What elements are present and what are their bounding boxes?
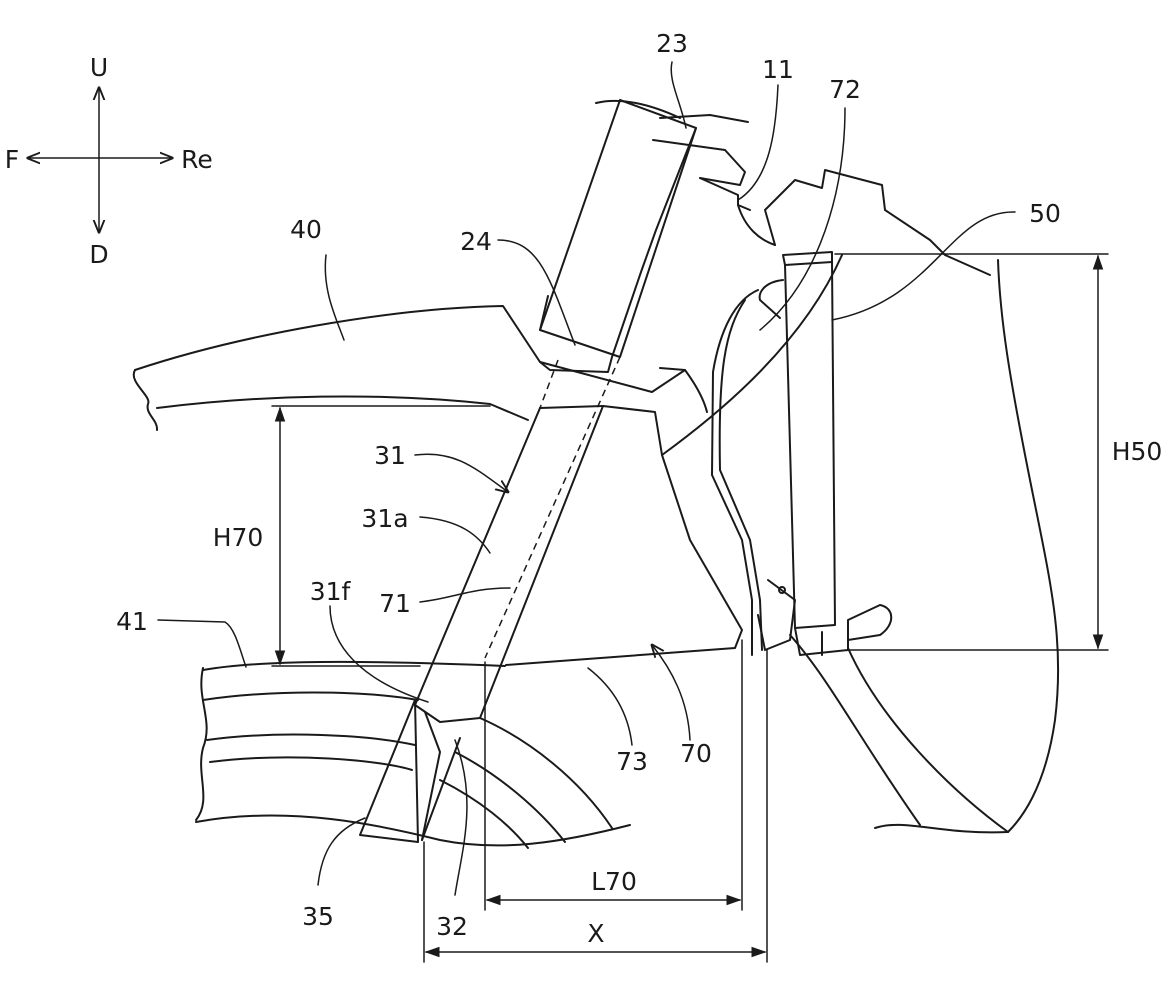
label-31a: 31a xyxy=(361,504,408,533)
wheel-arc-inner xyxy=(439,779,529,849)
fender-41-ridge-1 xyxy=(202,691,419,701)
head-pipe-lower-corner xyxy=(539,295,549,331)
leader-24 xyxy=(497,239,576,346)
pipe-31 xyxy=(414,356,621,723)
head-top-break xyxy=(595,99,681,119)
cover-40-break-line xyxy=(132,369,159,431)
part-72-hook xyxy=(758,279,784,319)
label-35: 35 xyxy=(302,902,334,931)
label-31f: 31f xyxy=(310,577,352,606)
leader-40 xyxy=(324,254,345,341)
label-70: 70 xyxy=(680,739,712,768)
pipe-31-rear-edge xyxy=(479,405,604,719)
cover-70-outline xyxy=(505,405,743,666)
head-pipe-body xyxy=(539,99,697,358)
cover-40-lower-edge xyxy=(156,395,529,421)
axis-rear-label: Re xyxy=(181,145,213,174)
axis-up-label: U xyxy=(90,53,108,82)
leader-41 xyxy=(157,619,247,668)
cable-path-inner xyxy=(718,299,763,651)
leader-31f xyxy=(329,605,429,703)
head-side-edge xyxy=(539,127,697,373)
fork-bottom-break xyxy=(874,823,1009,834)
cable-path-outer xyxy=(711,289,759,656)
bracket-35-plate xyxy=(359,699,419,843)
label-50: 50 xyxy=(1029,199,1061,228)
leader-lines xyxy=(157,61,1016,896)
label-32: 32 xyxy=(436,912,468,941)
dim-h70-label: H70 xyxy=(213,523,264,552)
inner-cover-70 xyxy=(505,254,843,666)
wheel-arc-outer xyxy=(479,717,613,829)
upper-housing xyxy=(764,169,991,276)
label-24: 24 xyxy=(460,227,492,256)
part-50-clamp xyxy=(782,251,833,266)
front-fork-curve-outer xyxy=(847,647,1009,833)
cover-40 xyxy=(132,305,686,431)
leader-70 xyxy=(652,645,691,741)
leader-23 xyxy=(670,61,687,129)
leader-31a xyxy=(419,516,491,554)
leader-72 xyxy=(759,107,846,331)
dim-h50-label: H50 xyxy=(1112,437,1163,466)
label-31: 31 xyxy=(374,441,406,470)
fender-41-break-left xyxy=(195,667,208,821)
fender-41-ridge-3 xyxy=(209,756,413,771)
leader-11 xyxy=(737,84,779,201)
frame-head-11 xyxy=(539,99,776,413)
cover-70-upper-contour xyxy=(661,254,843,456)
pipe-31-center-hidden xyxy=(484,356,621,659)
pipe-31f-lower-end xyxy=(414,704,481,723)
label-40: 40 xyxy=(290,215,322,244)
pipe-31-front-edge xyxy=(414,407,541,706)
bracket-35 xyxy=(359,699,461,843)
direction-indicator: U D F Re xyxy=(5,53,213,269)
cable-stay-bracket xyxy=(757,579,796,651)
reference-labels: 23 11 72 50 40 24 31 31a 71 31f 41 73 70… xyxy=(116,29,1061,941)
dim-l70-label: L70 xyxy=(591,867,637,896)
axis-down-label: D xyxy=(89,240,108,269)
leader-31 xyxy=(414,453,508,492)
label-41: 41 xyxy=(116,607,148,636)
label-23: 23 xyxy=(656,29,688,58)
dim-x-label: X xyxy=(587,919,604,948)
part-50-lower-end xyxy=(794,604,893,656)
leader-35 xyxy=(317,817,366,886)
frame-11-neck xyxy=(737,204,776,246)
fender-41 xyxy=(195,660,631,849)
bracket-35-inner xyxy=(421,711,441,841)
frame-11-lower-bracket xyxy=(659,367,708,413)
fender-41-top xyxy=(202,660,506,671)
front-fork-curve-inner xyxy=(789,634,921,826)
label-71: 71 xyxy=(379,589,411,618)
pipe-31-front-hidden xyxy=(539,359,559,409)
label-11: 11 xyxy=(762,55,794,84)
fender-41-ridge-2 xyxy=(206,733,416,746)
leader-73 xyxy=(587,667,633,746)
cap-23-body xyxy=(652,139,746,186)
part-72-leg xyxy=(711,169,1060,834)
cap-23-top xyxy=(659,114,749,123)
cover-40-upper-edge xyxy=(134,305,686,393)
label-72: 72 xyxy=(829,75,861,104)
label-73: 73 xyxy=(616,747,648,776)
rear-body-outline xyxy=(997,259,1060,833)
stay-bolt xyxy=(778,586,786,594)
axis-front-label: F xyxy=(5,145,19,174)
dimensions: H70 H50 L70 X xyxy=(213,253,1163,963)
part-32-edge xyxy=(421,737,461,841)
leader-50 xyxy=(831,211,1016,321)
leader-32 xyxy=(454,739,468,896)
pipe-31-top-cut xyxy=(539,405,604,409)
leader-71 xyxy=(419,587,511,603)
part-50-tube xyxy=(784,261,836,629)
wheel-arc-mid xyxy=(454,751,566,843)
